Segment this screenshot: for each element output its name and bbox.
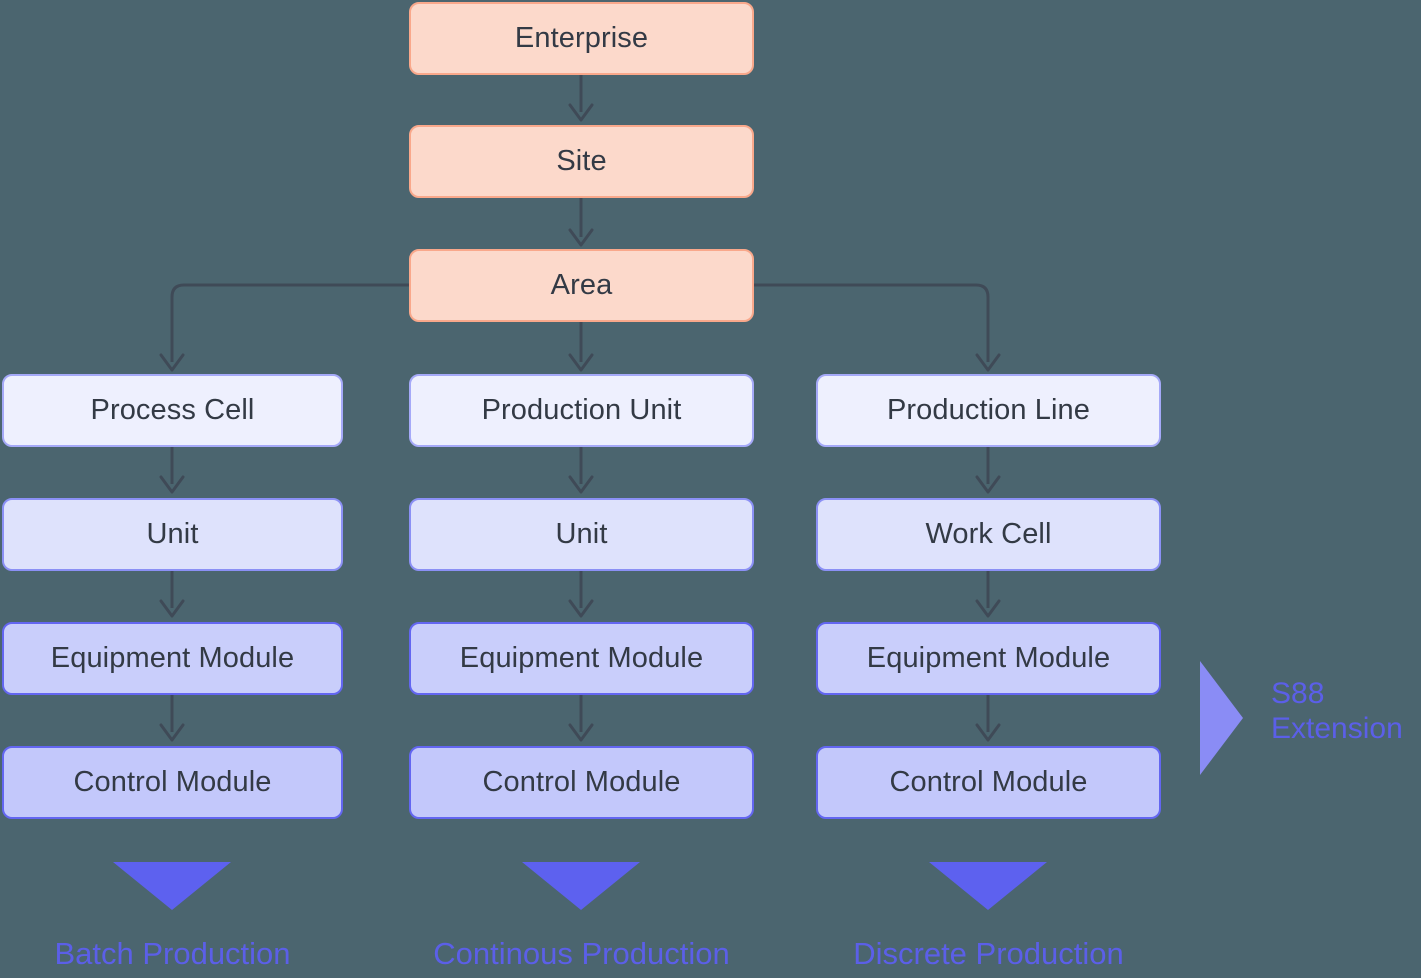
node-area-label: Area xyxy=(550,269,613,301)
edge-col-continuous-2-3 xyxy=(568,571,594,618)
node-work-cell[interactable]: Work Cell xyxy=(816,498,1161,571)
edge-area-process-cell xyxy=(159,283,409,372)
node-continuous-unit[interactable]: Unit xyxy=(409,498,754,571)
node-batch-unit-label: Unit xyxy=(146,518,199,550)
outcome-label-continuous: Continous Production xyxy=(433,936,730,971)
outcome-label-batch: Batch Production xyxy=(54,936,291,971)
node-process-cell[interactable]: Process Cell xyxy=(2,374,343,447)
edge-site-area xyxy=(568,198,594,247)
node-batch-control-module-label: Control Module xyxy=(73,766,272,798)
node-batch-control-module[interactable]: Control Module xyxy=(2,746,343,819)
node-batch-equipment-module-label: Equipment Module xyxy=(50,642,295,674)
outcome-arrow-batch xyxy=(113,862,231,910)
node-enterprise-label: Enterprise xyxy=(514,22,649,54)
node-continuous-equipment-module[interactable]: Equipment Module xyxy=(409,622,754,695)
node-production-line-label: Production Line xyxy=(886,394,1091,426)
node-batch-equipment-module[interactable]: Equipment Module xyxy=(2,622,343,695)
node-enterprise[interactable]: Enterprise xyxy=(409,2,754,75)
s88-annotation-line2: Extension xyxy=(1271,711,1403,745)
outcome-label-discrete: Discrete Production xyxy=(853,936,1124,971)
node-continuous-unit-label: Unit xyxy=(555,518,608,550)
node-discrete-control-module[interactable]: Control Module xyxy=(816,746,1161,819)
edge-col-discrete-1-2 xyxy=(975,447,1001,494)
s88-marker-icon xyxy=(1200,661,1243,775)
edge-enterprise-site xyxy=(568,75,594,122)
outcome-arrow-discrete xyxy=(929,862,1047,910)
edge-col-discrete-2-3 xyxy=(975,571,1001,618)
node-site-label: Site xyxy=(556,145,607,177)
node-discrete-equipment-module-label: Equipment Module xyxy=(866,642,1111,674)
node-discrete-control-module-label: Control Module xyxy=(889,766,1088,798)
node-area[interactable]: Area xyxy=(409,249,754,322)
node-site[interactable]: Site xyxy=(409,125,754,198)
node-work-cell-label: Work Cell xyxy=(925,518,1052,550)
edge-col-continuous-1-2 xyxy=(568,447,594,494)
node-continuous-control-module[interactable]: Control Module xyxy=(409,746,754,819)
edge-col-batch-2-3 xyxy=(159,571,185,618)
edge-col-continuous-3-4 xyxy=(568,695,594,742)
outcome-arrow-continuous xyxy=(522,862,640,910)
node-production-line[interactable]: Production Line xyxy=(816,374,1161,447)
node-process-cell-label: Process Cell xyxy=(90,394,255,426)
node-batch-unit[interactable]: Unit xyxy=(2,498,343,571)
edge-col-batch-1-2 xyxy=(159,447,185,494)
edge-area-production-line xyxy=(753,283,1001,372)
node-production-unit-label: Production Unit xyxy=(481,394,682,426)
node-continuous-control-module-label: Control Module xyxy=(482,766,681,798)
node-production-unit[interactable]: Production Unit xyxy=(409,374,754,447)
s88-annotation-line1: S88 xyxy=(1271,677,1325,710)
edge-area-production-unit xyxy=(568,322,594,372)
node-continuous-equipment-module-label: Equipment Module xyxy=(459,642,704,674)
s88-extension-annotation: S88 Extension xyxy=(1271,677,1403,747)
node-discrete-equipment-module[interactable]: Equipment Module xyxy=(816,622,1161,695)
edge-col-discrete-3-4 xyxy=(975,695,1001,742)
edge-col-batch-3-4 xyxy=(159,695,185,742)
